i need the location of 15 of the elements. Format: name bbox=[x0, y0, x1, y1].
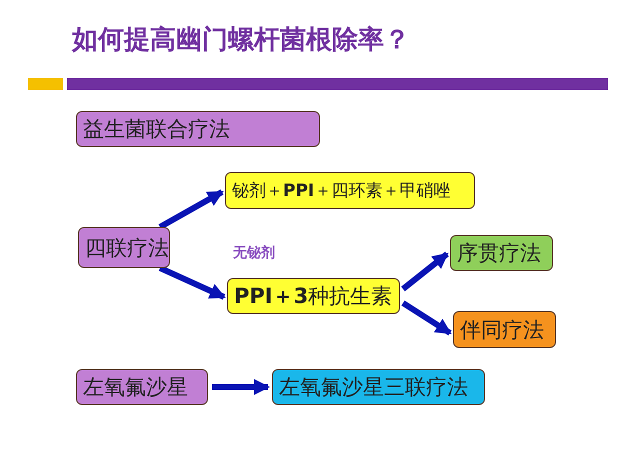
therapy-box: 左氧氟沙星 bbox=[76, 369, 208, 405]
therapy-box: 四联疗法 bbox=[78, 227, 170, 268]
therapy-box: PPI＋3种抗生素 bbox=[227, 278, 400, 314]
title: 如何提高幽门螺杆菌根除率？ bbox=[72, 24, 410, 57]
arrow bbox=[158, 189, 224, 230]
arrow bbox=[401, 252, 449, 292]
arrow bbox=[158, 265, 226, 300]
therapy-box: 序贯疗法 bbox=[450, 235, 553, 271]
therapy-box: 铋剂＋PPI＋四环素＋甲硝唑 bbox=[225, 172, 475, 209]
arrow bbox=[401, 300, 452, 336]
therapy-box: 左氧氟沙星三联疗法 bbox=[272, 369, 485, 405]
therapy-box: 伴同疗法 bbox=[453, 311, 556, 348]
edge-label: 无铋剂 bbox=[233, 244, 275, 262]
therapy-box: 益生菌联合疗法 bbox=[76, 111, 320, 147]
arrow bbox=[212, 379, 270, 395]
